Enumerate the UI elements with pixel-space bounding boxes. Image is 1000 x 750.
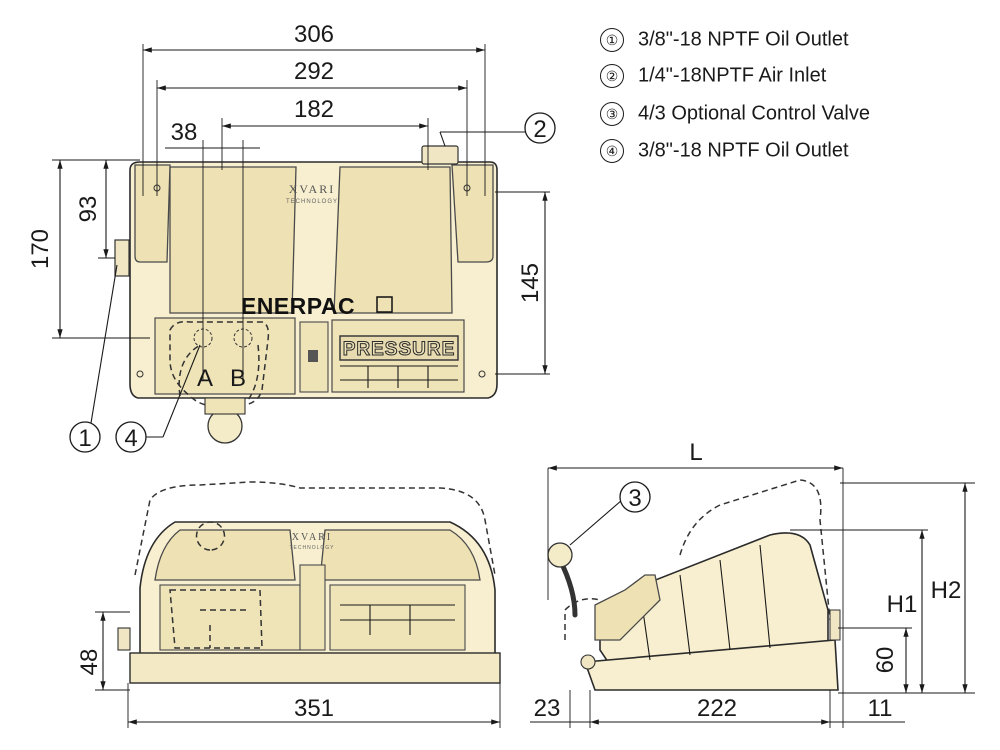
front-view: XVARI TECHNOLOGY 351 48 (76, 481, 501, 728)
dim-H1: H1 (887, 591, 918, 618)
mount-hole-br (478, 370, 486, 378)
side-view: L H2 H1 60 23 222 11 3 (530, 439, 975, 728)
legend-num-4: ④ (600, 139, 624, 163)
dim-182: 182 (294, 96, 334, 123)
front-left-fitting (117, 627, 131, 651)
lock-icon-body (308, 350, 318, 362)
side-ribs (639, 544, 771, 661)
dim-38: 38 (171, 119, 198, 146)
brand-logo: ENERPAC (241, 293, 355, 319)
front-hidden-valve (169, 521, 263, 649)
side-base (583, 639, 839, 691)
hidden-valve-inner (178, 344, 260, 401)
pressure-grid (340, 365, 458, 388)
legend-text-3: 4/3 Optional Control Valve (638, 102, 870, 125)
front-xvari-logo: XVARI (292, 532, 332, 543)
top-view: PRESSURE A B ENERPAC XVARI TECHNOLOGY 30 (27, 21, 556, 453)
left-corner-rib (134, 164, 171, 263)
dim-351: 351 (294, 695, 334, 722)
front-left-panel (154, 529, 296, 581)
legend-text-4: 3/8"-18 NPTF Oil Outlet (638, 139, 849, 162)
dim-292: 292 (294, 58, 334, 85)
side-hidden-handle (679, 479, 831, 621)
dim-23: 23 (534, 695, 561, 722)
port-b-label: B (230, 365, 246, 392)
legend-num-2: ② (600, 64, 624, 88)
callout-1: 1 (78, 425, 91, 452)
pressure-label: PRESSURE (343, 339, 456, 360)
brand-mark-icon (376, 296, 393, 313)
legend-text-1: 3/8"-18 NPTF Oil Outlet (638, 28, 849, 51)
legend-num-3: ③ (600, 102, 624, 126)
valve-block (154, 317, 296, 395)
callout-2-circle (524, 112, 556, 144)
legend-num-1: ① (600, 28, 624, 52)
side-valve (594, 574, 661, 641)
legend-item-4: ④ 3/8"-18 NPTF Oil Outlet (600, 139, 849, 163)
front-base (129, 652, 501, 684)
port-a-label: A (197, 365, 213, 392)
front-hidden-handle (134, 481, 496, 576)
left-panel (169, 166, 297, 314)
dim-93: 93 (75, 196, 102, 223)
front-valve-area (159, 584, 301, 651)
pressure-label-frame (339, 335, 459, 361)
front-lock (299, 564, 326, 651)
front-xvari-sub: TECHNOLOGY (289, 545, 334, 551)
dim-306: 306 (294, 21, 334, 48)
hidden-valve-outline (169, 320, 270, 407)
dim-H2: H2 (931, 577, 962, 604)
callout-3: 3 (628, 485, 641, 512)
dim-48: 48 (76, 649, 103, 676)
dim-11: 11 (868, 695, 893, 722)
right-panel (333, 166, 453, 314)
legend-text-2: 1/4"-18NPTF Air Inlet (638, 64, 827, 87)
front-gauge-grid (340, 604, 455, 635)
dim-222: 222 (697, 695, 737, 722)
callout-1-circle (69, 421, 101, 453)
legend-item-3: ③ 4/3 Optional Control Valve (600, 102, 870, 126)
left-fitting (114, 239, 130, 277)
front-gauge-area (329, 584, 466, 651)
valve-knob-stem (204, 397, 246, 415)
valve-lever-knob (547, 542, 573, 568)
callout-2: 2 (533, 116, 546, 143)
dim-L: L (689, 439, 702, 466)
mount-hole-bl (136, 370, 144, 378)
air-inlet-fitting (421, 145, 459, 165)
right-corner-rib (451, 164, 494, 263)
front-right-panel (319, 529, 481, 581)
xvari-logo: XVARI (289, 182, 335, 196)
dim-170: 170 (27, 229, 54, 269)
callout-4-circle (115, 421, 147, 453)
callout-3-circle (619, 481, 651, 513)
dim-60: 60 (872, 647, 899, 674)
xvari-sub: TECHNOLOGY (286, 199, 338, 205)
side-fitting (580, 654, 596, 670)
callout-4: 4 (124, 425, 137, 452)
legend-item-2: ② 1/4"-18NPTF Air Inlet (600, 64, 826, 88)
side-hidden-valve (564, 598, 601, 640)
dim-145: 145 (517, 263, 544, 303)
side-right-fitting (829, 609, 841, 641)
legend-item-1: ① 3/8"-18 NPTF Oil Outlet (600, 28, 849, 52)
